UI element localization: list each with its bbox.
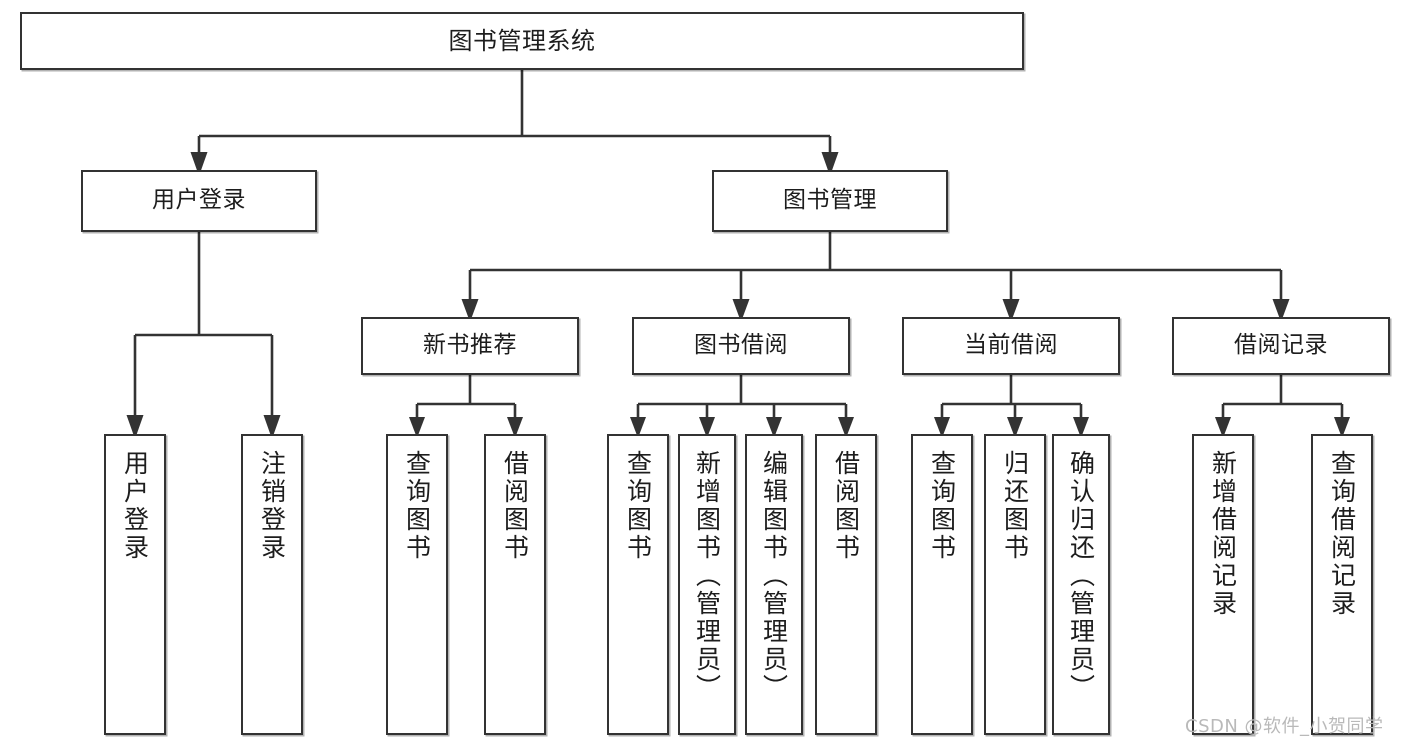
node-leaf-return-book-label: 归还图书 <box>1000 450 1030 562</box>
node-current-borrow-label: 当前借阅 <box>964 332 1058 359</box>
node-leaf-query-book-1[interactable]: 查询图书 <box>386 434 448 735</box>
node-leaf-add-record[interactable]: 新增借阅记录 <box>1192 434 1254 735</box>
node-book-mgmt[interactable]: 图书管理 <box>712 170 948 232</box>
node-user-login[interactable]: 用户登录 <box>81 170 317 232</box>
node-leaf-query-book-2[interactable]: 查询图书 <box>607 434 669 735</box>
node-leaf-user-logout[interactable]: 注销登录 <box>241 434 303 735</box>
node-leaf-query-record-label: 查询借阅记录 <box>1327 450 1357 618</box>
node-leaf-query-book-3-label: 查询图书 <box>927 450 957 562</box>
node-borrow-record-label: 借阅记录 <box>1234 332 1328 359</box>
node-leaf-confirm-return-label: 确认归还（管理员） <box>1066 450 1096 702</box>
node-leaf-edit-book[interactable]: 编辑图书（管理员） <box>745 434 803 735</box>
node-leaf-edit-book-label: 编辑图书（管理员） <box>759 450 789 702</box>
node-new-book-rec-label: 新书推荐 <box>423 332 517 359</box>
node-leaf-borrow-book-2-label: 借阅图书 <box>831 450 861 562</box>
node-leaf-user-login[interactable]: 用户登录 <box>104 434 166 735</box>
node-leaf-add-record-label: 新增借阅记录 <box>1208 450 1238 618</box>
node-root[interactable]: 图书管理系统 <box>20 12 1024 70</box>
node-leaf-add-book-label: 新增图书（管理员） <box>692 450 722 702</box>
node-new-book-rec[interactable]: 新书推荐 <box>361 317 579 375</box>
node-user-login-label: 用户登录 <box>152 187 246 214</box>
node-leaf-query-record[interactable]: 查询借阅记录 <box>1311 434 1373 735</box>
node-leaf-return-book[interactable]: 归还图书 <box>984 434 1046 735</box>
node-leaf-query-book-1-label: 查询图书 <box>402 450 432 562</box>
node-leaf-query-book-3[interactable]: 查询图书 <box>911 434 973 735</box>
node-root-label: 图书管理系统 <box>448 26 596 55</box>
node-leaf-borrow-book-1-label: 借阅图书 <box>500 450 530 562</box>
node-leaf-borrow-book-1[interactable]: 借阅图书 <box>484 434 546 735</box>
node-borrow-record[interactable]: 借阅记录 <box>1172 317 1390 375</box>
node-leaf-borrow-book-2[interactable]: 借阅图书 <box>815 434 877 735</box>
node-leaf-query-book-2-label: 查询图书 <box>623 450 653 562</box>
node-book-borrow-label: 图书借阅 <box>694 332 788 359</box>
watermark-text: CSDN @软件_小贺同学 <box>1185 716 1384 737</box>
node-leaf-add-book[interactable]: 新增图书（管理员） <box>678 434 736 735</box>
node-leaf-confirm-return[interactable]: 确认归还（管理员） <box>1052 434 1110 735</box>
node-leaf-user-login-label: 用户登录 <box>120 450 150 562</box>
node-book-mgmt-label: 图书管理 <box>783 187 877 214</box>
node-book-borrow[interactable]: 图书借阅 <box>632 317 850 375</box>
node-leaf-user-logout-label: 注销登录 <box>257 450 287 562</box>
node-current-borrow[interactable]: 当前借阅 <box>902 317 1120 375</box>
